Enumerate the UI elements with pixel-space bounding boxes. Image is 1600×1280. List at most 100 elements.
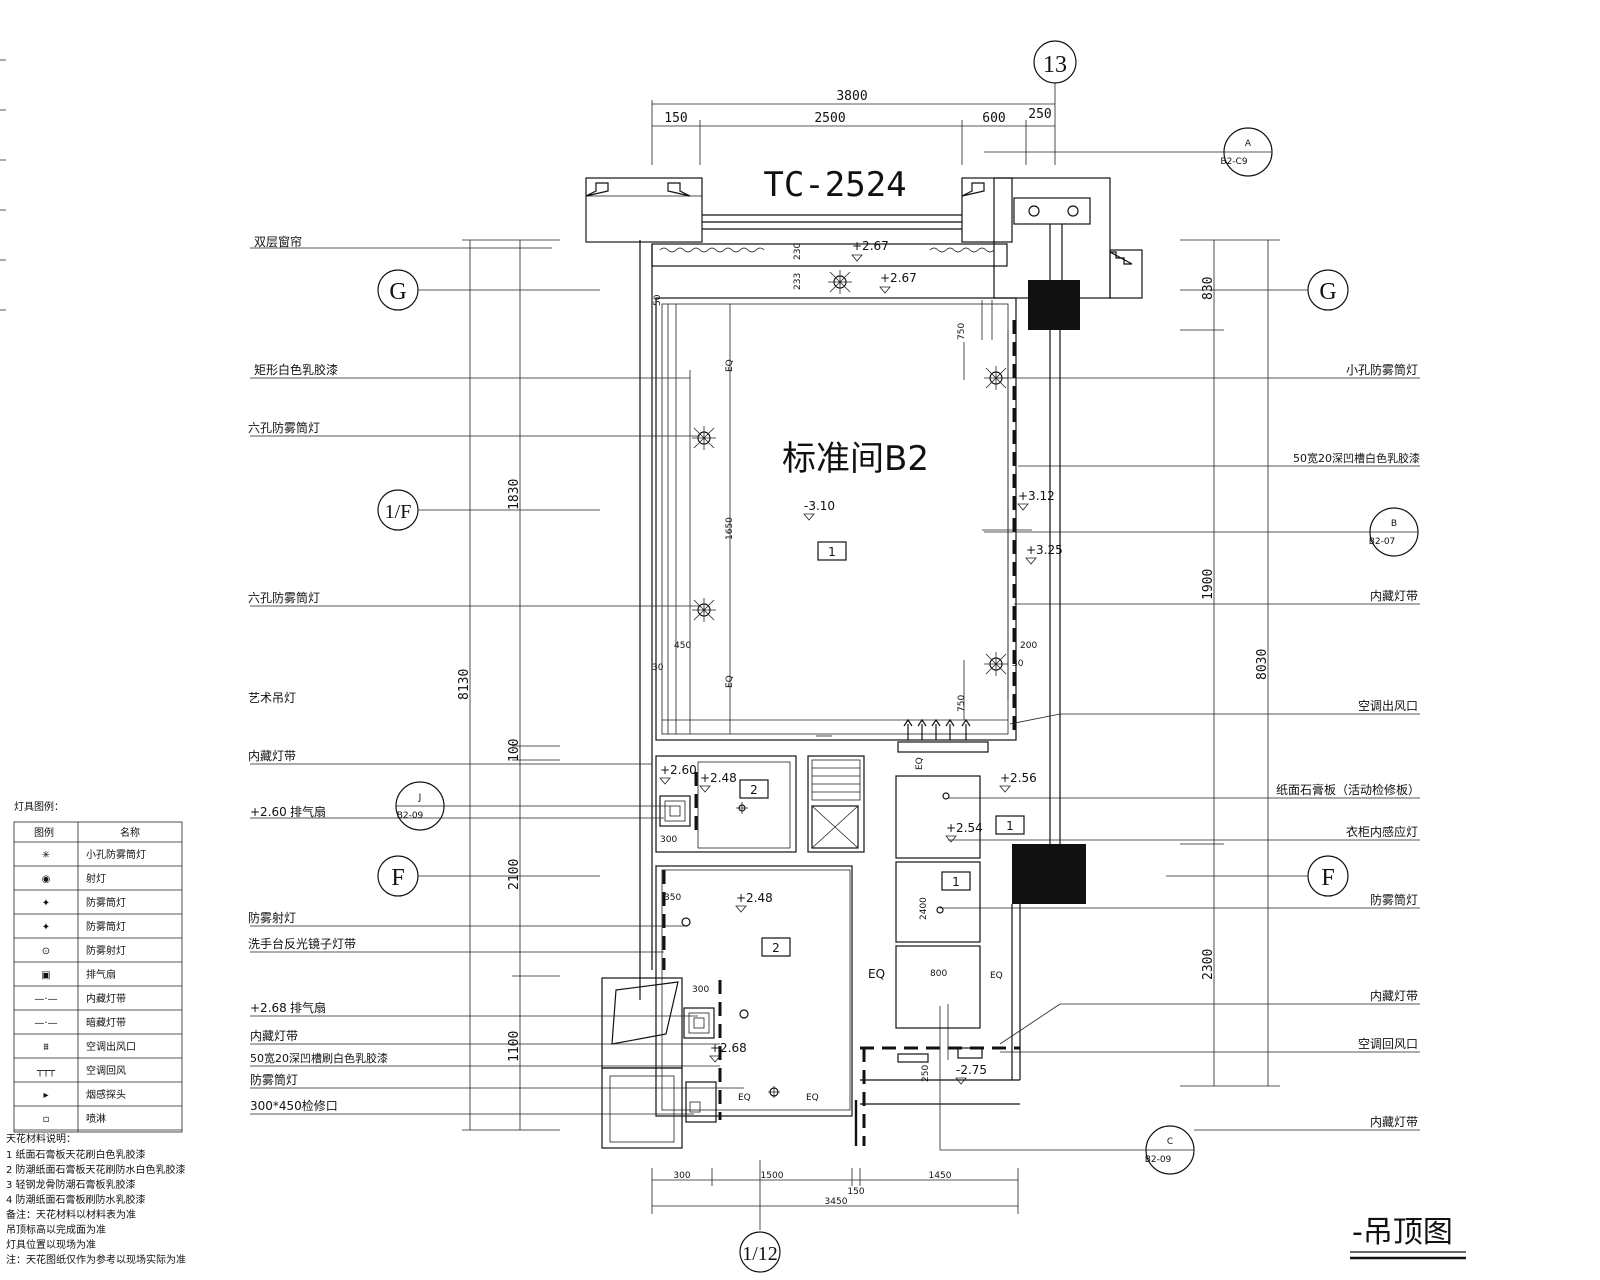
- svg-text:名称: 名称: [120, 826, 140, 839]
- dim-600: 600: [982, 111, 1005, 126]
- bottom-dimensions: 300 1500 150 1450 3450: [651, 1168, 1019, 1214]
- svg-text:1: 1: [1006, 819, 1014, 833]
- svg-text:EQ: EQ: [738, 1093, 751, 1103]
- svg-text:1500: 1500: [761, 1171, 784, 1181]
- svg-text:空调回风口: 空调回风口: [1358, 1037, 1418, 1051]
- svg-text:+2.54: +2.54: [946, 821, 983, 835]
- material-line: 注：天花图纸仅作为参考以现场实际为准: [6, 1253, 186, 1266]
- material-line: 吊顶标高以完成面为准: [6, 1223, 106, 1236]
- svg-text:-3.10: -3.10: [804, 499, 835, 513]
- svg-text:排气扇: 排气扇: [290, 804, 326, 819]
- svg-text:1650: 1650: [725, 517, 735, 540]
- dim-2500: 2500: [814, 111, 845, 126]
- bottom-axis-1-12: 1/12: [739, 1160, 781, 1273]
- svg-text:EQ: EQ: [725, 359, 735, 372]
- svg-text:G: G: [1319, 279, 1336, 305]
- svg-text:F: F: [1321, 865, 1334, 891]
- legend-symbol-icon: —·—: [34, 1018, 57, 1029]
- svg-text:30: 30: [652, 663, 664, 673]
- axis-f-left: F: [377, 855, 600, 897]
- svg-text:50宽20深凹槽白色乳胶漆: 50宽20深凹槽白色乳胶漆: [1293, 451, 1420, 465]
- svg-text:B: B: [1391, 519, 1397, 529]
- bathroom-area: 300 350 EQ EQ EQ 300: [601, 735, 885, 1149]
- downlight-icon: [692, 598, 716, 622]
- svg-text:EQ: EQ: [868, 967, 885, 981]
- legend: 灯具图例： 图例 名称: [13, 800, 183, 1133]
- right-callouts: 小孔防雾筒灯 50宽20深凹槽白色乳胶漆 内藏灯带 空调出风口 纸面石膏板（活动…: [940, 362, 1420, 1131]
- svg-text:EQ: EQ: [915, 757, 925, 770]
- svg-text:-2.75: -2.75: [956, 1063, 987, 1077]
- materials-title: 天花材料说明：: [6, 1132, 76, 1145]
- dim-8130: 8130: [457, 669, 472, 700]
- svg-text:+3.25: +3.25: [1026, 543, 1063, 557]
- svg-text:2: 2: [750, 783, 758, 797]
- svg-text:1: 1: [952, 875, 960, 889]
- svg-text:纸面石膏板（活动检修板）: 纸面石膏板（活动检修板）: [1276, 782, 1420, 797]
- svg-text:矩形白色乳胶漆: 矩形白色乳胶漆: [254, 362, 338, 377]
- dim-1900: 1900: [1201, 569, 1216, 600]
- legend-symbol-icon: ◉: [42, 874, 51, 885]
- svg-text:A: A: [1245, 139, 1252, 149]
- dim-830: 830: [1201, 277, 1216, 300]
- svg-text:300: 300: [673, 1171, 690, 1181]
- window-wall: [585, 177, 1143, 330]
- svg-text:防雾射灯: 防雾射灯: [248, 910, 296, 925]
- room-walls: [639, 240, 1061, 1000]
- svg-text:内藏灯带: 内藏灯带: [1370, 1115, 1418, 1129]
- svg-text:200: 200: [1020, 641, 1037, 651]
- dim-250: 250: [1028, 107, 1051, 122]
- svg-text:300: 300: [660, 835, 677, 845]
- legend-symbol-icon: ⊙: [42, 946, 50, 957]
- svg-text:内藏灯带: 内藏灯带: [248, 749, 296, 763]
- section-ref-j: J B2-09: [395, 781, 670, 831]
- window-tag: TC-2524: [763, 165, 906, 205]
- dim-150: 150: [664, 111, 687, 126]
- svg-text:800: 800: [930, 969, 947, 979]
- legend-row-label: 小孔防雾筒灯: [86, 848, 146, 861]
- legend-row-label: 防雾射灯: [86, 944, 126, 957]
- legend-symbol-icon: ▫: [43, 1114, 50, 1125]
- svg-text:EQ: EQ: [725, 675, 735, 688]
- svg-text:洗手台反光镜子灯带: 洗手台反光镜子灯带: [248, 936, 356, 951]
- svg-text:G: G: [389, 279, 406, 305]
- legend-row-label: 暗藏灯带: [86, 1016, 126, 1029]
- dim-2100: 2100: [507, 859, 522, 890]
- section-ref-a: A B2-C9: [984, 127, 1273, 177]
- svg-text:内藏灯带: 内藏灯带: [1370, 589, 1418, 603]
- svg-text:+2.60: +2.60: [250, 805, 287, 819]
- svg-text:+2.67: +2.67: [852, 239, 889, 253]
- svg-text:六孔防雾筒灯: 六孔防雾筒灯: [248, 590, 320, 605]
- legend-symbol-icon: ▣: [41, 970, 50, 981]
- material-line: 3 轻钢龙骨防潮石膏板乳胶漆: [6, 1178, 136, 1191]
- legend-rows: ✳小孔防雾筒灯◉射灯✦防雾筒灯✦防雾筒灯⊙防雾射灯▣排气扇—·—内藏灯带—·—暗…: [14, 848, 182, 1131]
- svg-text:+2.48: +2.48: [736, 891, 773, 905]
- svg-text:+2.48: +2.48: [700, 771, 737, 785]
- svg-text:1/12: 1/12: [742, 1243, 778, 1265]
- legend-symbol-icon: ✳: [42, 850, 50, 861]
- left-callouts: 双层窗帘 矩形白色乳胶漆 六孔防雾筒灯 六孔防雾筒灯 艺术吊灯 内藏灯带 +2.…: [248, 234, 744, 1115]
- material-line: 4 防潮纸面石膏板刷防水乳胶漆: [6, 1193, 146, 1206]
- svg-text:六孔防雾筒灯: 六孔防雾筒灯: [248, 420, 320, 435]
- legend-row-label: 喷淋: [86, 1112, 106, 1125]
- downlight-icon: [828, 270, 852, 294]
- svg-text:空调出风口: 空调出风口: [1358, 699, 1418, 713]
- svg-text:排气扇: 排气扇: [290, 1000, 326, 1015]
- svg-text:+2.56: +2.56: [1000, 771, 1037, 785]
- room-dimensions: EQ EQ 1650 450 30 200 30 750 750 50: [652, 294, 1037, 720]
- room-name: 标准间B2: [782, 439, 929, 479]
- svg-text:艺术吊灯: 艺术吊灯: [248, 691, 296, 705]
- svg-text:750: 750: [957, 323, 967, 340]
- legend-row-label: 防雾筒灯: [86, 920, 126, 933]
- svg-text:30: 30: [1012, 659, 1024, 669]
- legend-symbol-icon: —·—: [34, 994, 57, 1005]
- legend-row-label: 防雾筒灯: [86, 896, 126, 909]
- dim-1100: 1100: [507, 1031, 522, 1062]
- svg-text:750: 750: [957, 695, 967, 712]
- svg-text:B2-09: B2-09: [397, 811, 424, 821]
- svg-text:图例: 图例: [34, 826, 54, 839]
- svg-text:+2.67: +2.67: [880, 271, 917, 285]
- svg-text:1/F: 1/F: [385, 501, 412, 523]
- svg-text:233: 233: [793, 273, 803, 290]
- top-axis-13: 13: [1033, 40, 1077, 165]
